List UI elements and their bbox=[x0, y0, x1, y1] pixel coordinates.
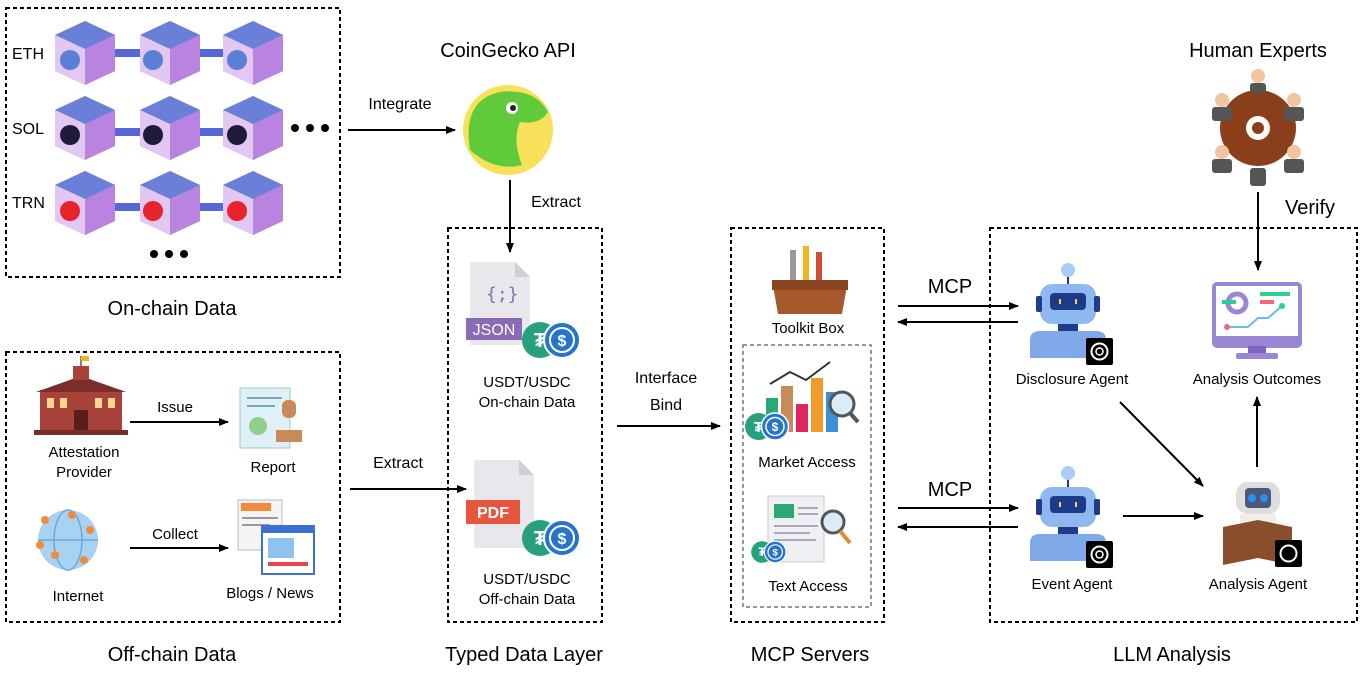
mcp-access-group bbox=[742, 344, 872, 608]
ethereum-icon bbox=[60, 50, 80, 70]
typed-onchain-line2: On-chain Data bbox=[479, 394, 576, 411]
disclosure-to-analysis-arrow bbox=[1119, 401, 1204, 487]
offchain-data-box bbox=[5, 351, 341, 623]
usdt-usdc-coins-icon bbox=[521, 519, 581, 557]
event-agent-robot-icon bbox=[1029, 465, 1114, 569]
usdt-usdc-coins-icon bbox=[744, 412, 790, 441]
llm-analysis-box bbox=[989, 227, 1358, 623]
collect-label: Collect bbox=[152, 526, 199, 543]
coingecko-title: CoinGecko API bbox=[440, 40, 576, 62]
mcp-label-bottom: MCP bbox=[928, 479, 972, 501]
blogs-news-icon bbox=[237, 499, 315, 575]
disclosure-agent-robot-icon bbox=[1029, 262, 1114, 366]
typed-onchain-line1: USDT/USDC bbox=[483, 374, 571, 391]
coingecko-logo-icon bbox=[463, 85, 553, 175]
attestation-provider-icon bbox=[34, 356, 128, 435]
typed-offchain-line1: USDT/USDC bbox=[483, 571, 571, 588]
human-experts-icon bbox=[1212, 69, 1304, 186]
report-label: Report bbox=[250, 459, 296, 476]
blogs-news-label: Blogs / News bbox=[226, 585, 314, 602]
ellipsis-icon bbox=[150, 250, 188, 258]
pdf-file-icon: PDF bbox=[466, 460, 534, 548]
issue-label: Issue bbox=[157, 399, 193, 416]
tron-icon bbox=[227, 201, 247, 221]
text-access-label: Text Access bbox=[768, 578, 847, 595]
typed-data-layer-box bbox=[447, 227, 603, 623]
disclosure-agent-label: Disclosure Agent bbox=[1016, 371, 1129, 388]
section-label-offchain: Off-chain Data bbox=[108, 644, 237, 666]
analysis-outcomes-label: Analysis Outcomes bbox=[1193, 371, 1321, 388]
usdt-usdc-coins-icon bbox=[750, 540, 787, 564]
ethereum-icon bbox=[227, 50, 247, 70]
integrate-label: Integrate bbox=[368, 96, 431, 113]
toolkit-box-icon bbox=[772, 246, 848, 314]
internet-globe-icon bbox=[36, 509, 98, 571]
chain-label-sol: SOL bbox=[12, 121, 44, 138]
chain-row-trn: TRN bbox=[12, 171, 283, 235]
interface-bind-line2: Bind bbox=[650, 397, 682, 414]
solana-icon bbox=[60, 125, 80, 145]
section-label-llm: LLM Analysis bbox=[1113, 644, 1231, 666]
verify-label: Verify bbox=[1285, 197, 1335, 219]
chain-label-eth: ETH bbox=[12, 46, 44, 63]
analysis-agent-robot-icon bbox=[1223, 482, 1302, 567]
pdf-label: PDF bbox=[477, 505, 509, 522]
tron-icon bbox=[143, 201, 163, 221]
extract-label-offchain: Extract bbox=[373, 455, 423, 472]
json-file-icon: {;} JSON bbox=[466, 262, 530, 345]
onchain-data-box bbox=[5, 7, 341, 278]
extract-label-top: Extract bbox=[531, 194, 581, 211]
section-label-typed: Typed Data Layer bbox=[445, 644, 603, 666]
attestation-label-line1: Attestation bbox=[49, 444, 120, 461]
ellipsis-icon bbox=[291, 124, 329, 132]
typed-offchain-line2: Off-chain Data bbox=[479, 591, 576, 608]
solana-icon bbox=[143, 125, 163, 145]
chain-row-sol: SOL bbox=[12, 96, 283, 160]
solana-icon bbox=[227, 125, 247, 145]
event-agent-label: Event Agent bbox=[1032, 576, 1114, 593]
section-label-onchain: On-chain Data bbox=[108, 298, 238, 320]
human-experts-title: Human Experts bbox=[1189, 40, 1327, 62]
mcp-servers-box bbox=[730, 227, 885, 623]
usdt-usdc-coins-icon bbox=[521, 321, 581, 359]
attestation-label-line2: Provider bbox=[56, 464, 112, 481]
section-label-mcp: MCP Servers bbox=[751, 644, 870, 666]
interface-bind-line1: Interface bbox=[635, 370, 697, 387]
tron-icon bbox=[60, 201, 80, 221]
svg-text:{;}: {;} bbox=[486, 284, 519, 305]
ethereum-icon bbox=[143, 50, 163, 70]
market-access-icon bbox=[766, 361, 860, 432]
json-label: JSON bbox=[473, 322, 516, 339]
analysis-outcomes-monitor-icon bbox=[1212, 282, 1302, 359]
market-access-label: Market Access bbox=[758, 454, 856, 471]
chain-label-trn: TRN bbox=[12, 195, 45, 212]
toolkit-box-label: Toolkit Box bbox=[772, 320, 845, 337]
mcp-label-top: MCP bbox=[928, 276, 972, 298]
internet-label: Internet bbox=[53, 588, 105, 605]
chain-row-eth: ETH bbox=[12, 21, 283, 85]
analysis-agent-label: Analysis Agent bbox=[1209, 576, 1308, 593]
report-icon bbox=[239, 387, 302, 449]
